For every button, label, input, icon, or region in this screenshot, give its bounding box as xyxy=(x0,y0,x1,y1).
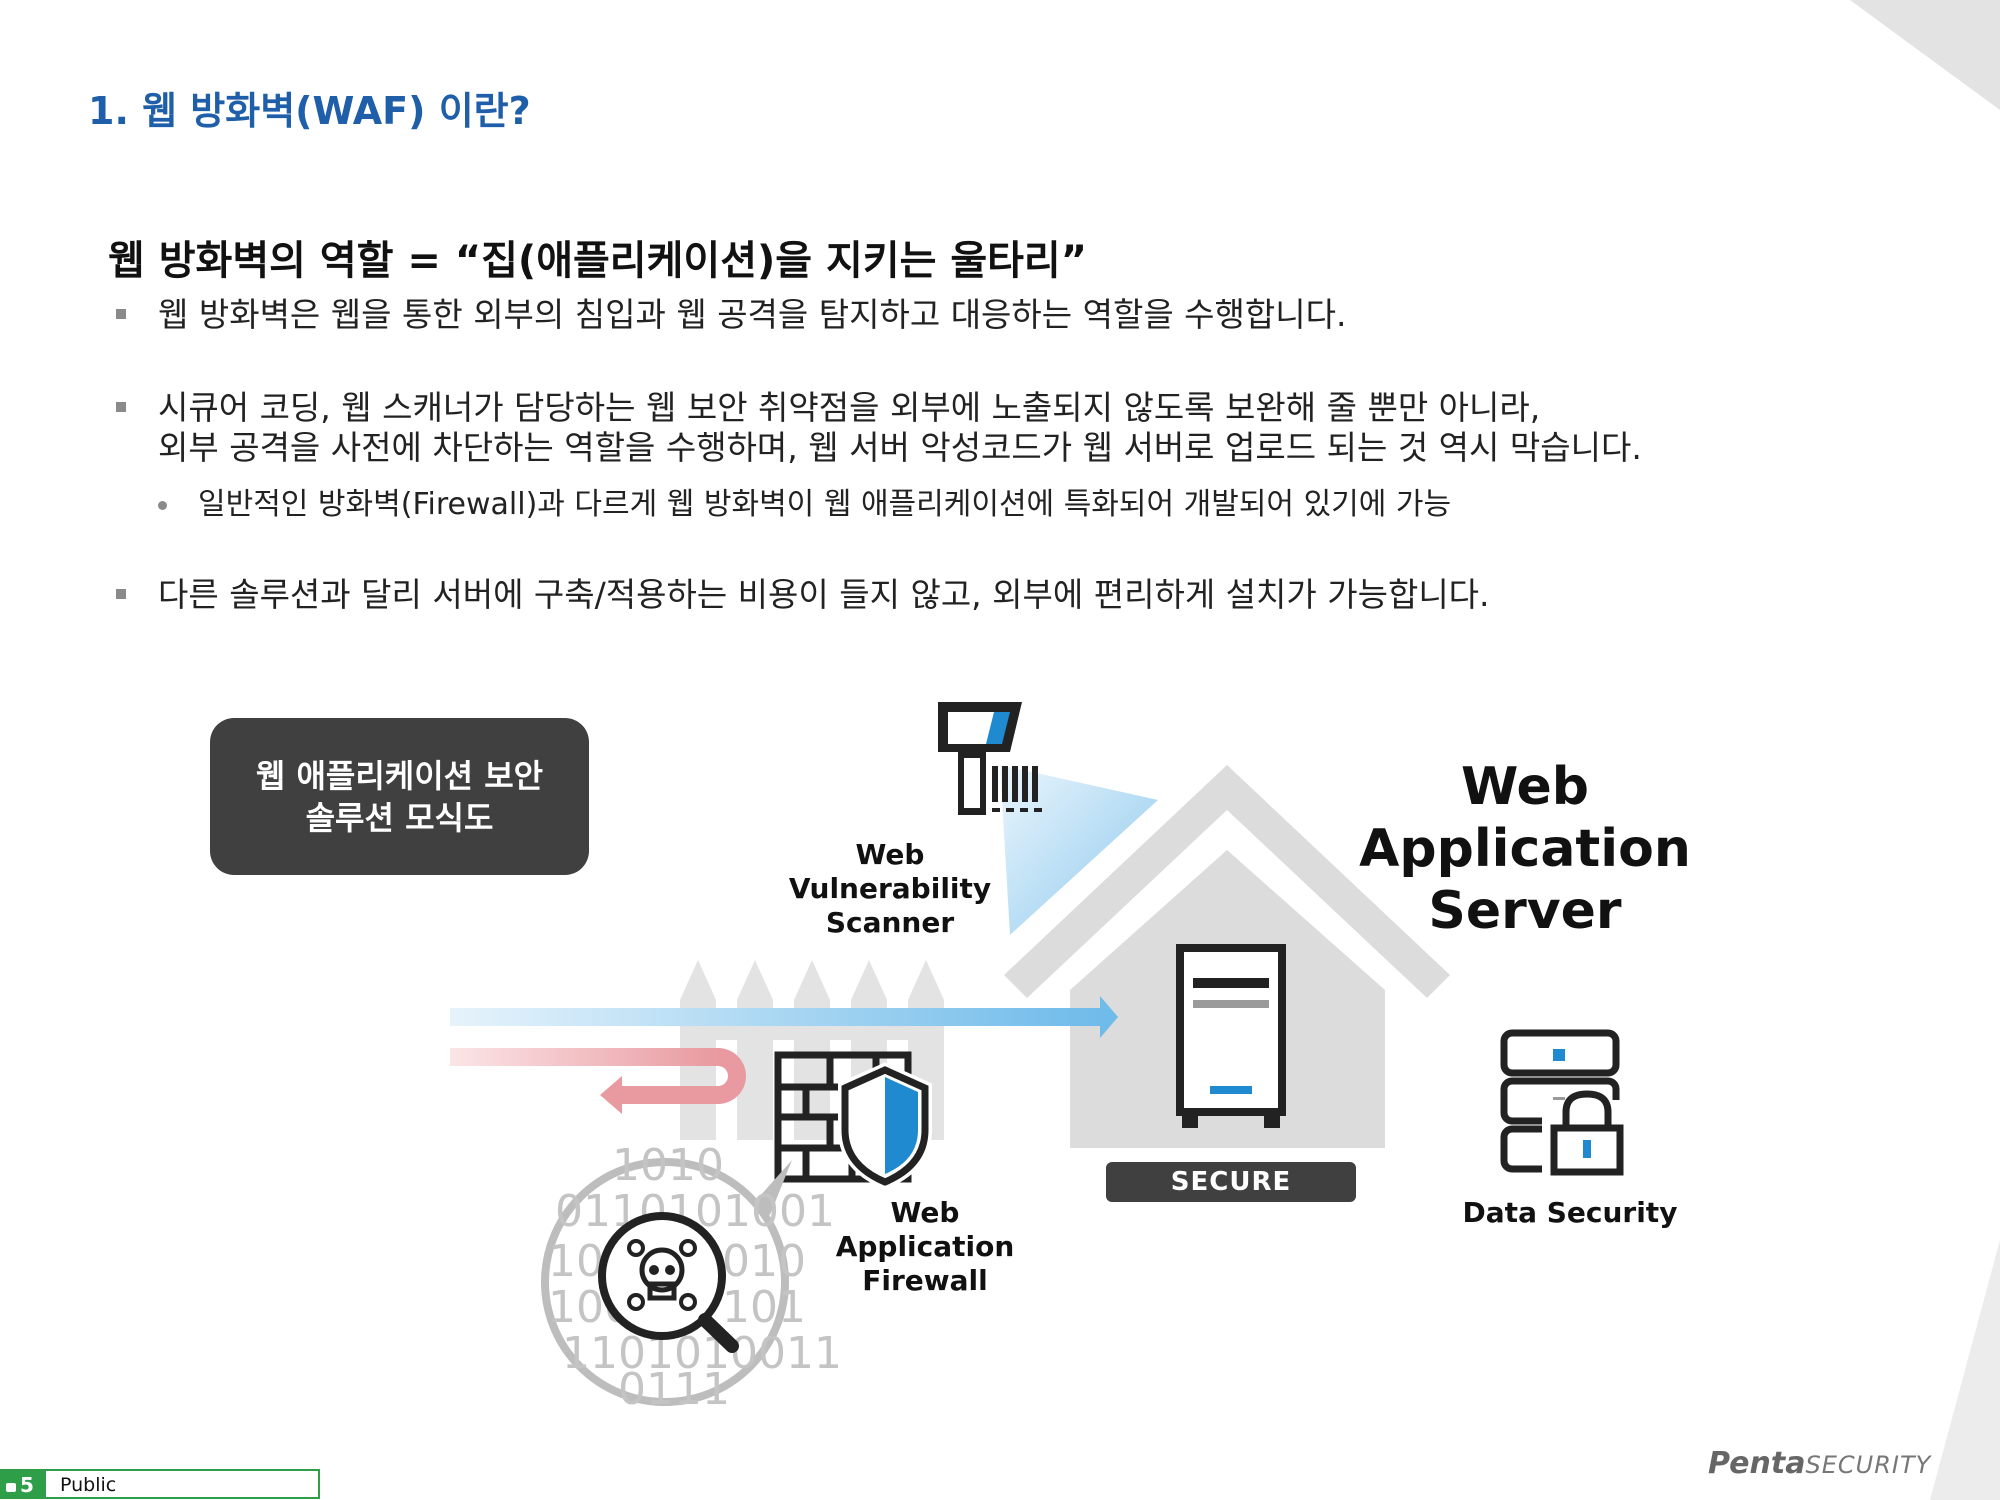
classification-label: Public xyxy=(60,1474,117,1496)
bullet-item-1: 웹 방화벽은 웹을 통한 외부의 침입과 웹 공격을 탐지하고 대응하는 역할을… xyxy=(112,295,1952,335)
round-bullet-icon xyxy=(158,501,167,510)
page-number-badge: 5 xyxy=(0,1471,46,1499)
malware-detection-icon: 1010 0110101001 101 010 100 101 11010100… xyxy=(541,1140,842,1415)
role-heading: 웹 방화벽의 역할 = “집(애플리케이션)을 지키는 울타리” xyxy=(108,238,1088,284)
bullet-text: 웹 방화벽은 웹을 통한 외부의 침입과 웹 공격을 탐지하고 대응하는 역할을… xyxy=(158,295,1347,334)
diagram-caption-box: 웹 애플리케이션 보안 솔루션 모식도 xyxy=(210,718,589,875)
secure-coding-badge: SECURE CODING xyxy=(1106,1162,1356,1237)
scanner-label-line1: Web Vulnerability xyxy=(788,838,992,905)
binary-text: 0111 xyxy=(618,1364,730,1415)
storage-indicator-icon xyxy=(1553,1049,1565,1061)
diagram-caption-line1: 웹 애플리케이션 보안 xyxy=(255,756,544,795)
server-label: Web Application Server xyxy=(1300,756,1750,942)
bullet-text-line2: 외부 공격을 사전에 차단하는 역할을 수행하며, 웹 서버 악성코드가 웹 서… xyxy=(158,428,1642,467)
slide-title: 1. 웹 방화벽(WAF) 이란? xyxy=(88,89,531,133)
bullet-text-line1: 시큐어 코딩, 웹 스캐너가 담당하는 웹 보안 취약점을 외부에 노출되지 않… xyxy=(158,388,1541,427)
binary-text: 1101010011 xyxy=(562,1328,842,1379)
binary-text: 101 xyxy=(722,1282,806,1333)
shield-icon xyxy=(838,1062,932,1190)
brand-logo: PentaSECURITY xyxy=(1708,1446,1931,1481)
vulnerability-scanner-icon xyxy=(938,702,1158,935)
firewall-label-line2: Firewall xyxy=(862,1264,988,1297)
bullet-item-2: 시큐어 코딩, 웹 스캐너가 담당하는 웹 보안 취약점을 외부에 노출되지 않… xyxy=(112,388,1952,468)
bullet-text: 다른 솔루션과 달리 서버에 구축/적용하는 비용이 들지 않고, 외부에 편리… xyxy=(158,575,1490,614)
scanner-label-line2: Scanner xyxy=(825,906,955,939)
corner-decoration-top xyxy=(1850,0,2000,110)
sub-bullet-item: 일반적인 방화벽(Firewall)과 다르게 웹 방화벽이 웹 애플리케이션에… xyxy=(156,485,1451,525)
lock-icon xyxy=(6,1483,16,1492)
request-arrow-icon xyxy=(450,996,1118,1038)
scanner-label: Web Vulnerability Scanner xyxy=(760,838,1020,940)
data-security-label: Data Security xyxy=(1462,1196,1678,1229)
binary-text: 010 xyxy=(722,1236,806,1287)
bullet-item-3: 다른 솔루션과 달리 서버에 구축/적용하는 비용이 들지 않고, 외부에 편리… xyxy=(112,575,1952,615)
corner-decoration-bottom xyxy=(1930,1240,2000,1500)
firewall-label-line1: Web Application xyxy=(835,1196,1015,1263)
diagram-caption-line2: 솔루션 모식도 xyxy=(305,798,494,837)
classification-tag: 5 Public xyxy=(0,1469,320,1499)
blocked-attack-arrow-icon xyxy=(450,1048,746,1114)
firewall-label: Web Application Firewall xyxy=(800,1196,1050,1298)
lock-icon xyxy=(1542,1090,1632,1176)
server-label-line2: Server xyxy=(1428,881,1622,941)
server-label-line1: Web Application xyxy=(1359,757,1691,879)
square-bullet-icon xyxy=(116,402,126,412)
square-bullet-icon xyxy=(116,589,126,599)
page-number: 5 xyxy=(20,1473,34,1497)
server-icon xyxy=(1176,944,1286,1128)
sub-bullet-text: 일반적인 방화벽(Firewall)과 다르게 웹 방화벽이 웹 애플리케이션에… xyxy=(198,487,1452,522)
square-bullet-icon xyxy=(116,309,126,319)
skull-icon xyxy=(627,1239,697,1311)
binary-text: 1010 xyxy=(612,1140,724,1191)
brand-logo-bold: Penta xyxy=(1708,1446,1806,1481)
brand-logo-rest: SECURITY xyxy=(1805,1451,1932,1479)
bullet-list: 웹 방화벽은 웹을 통한 외부의 침입과 웹 공격을 탐지하고 대응하는 역할을… xyxy=(112,295,1952,615)
